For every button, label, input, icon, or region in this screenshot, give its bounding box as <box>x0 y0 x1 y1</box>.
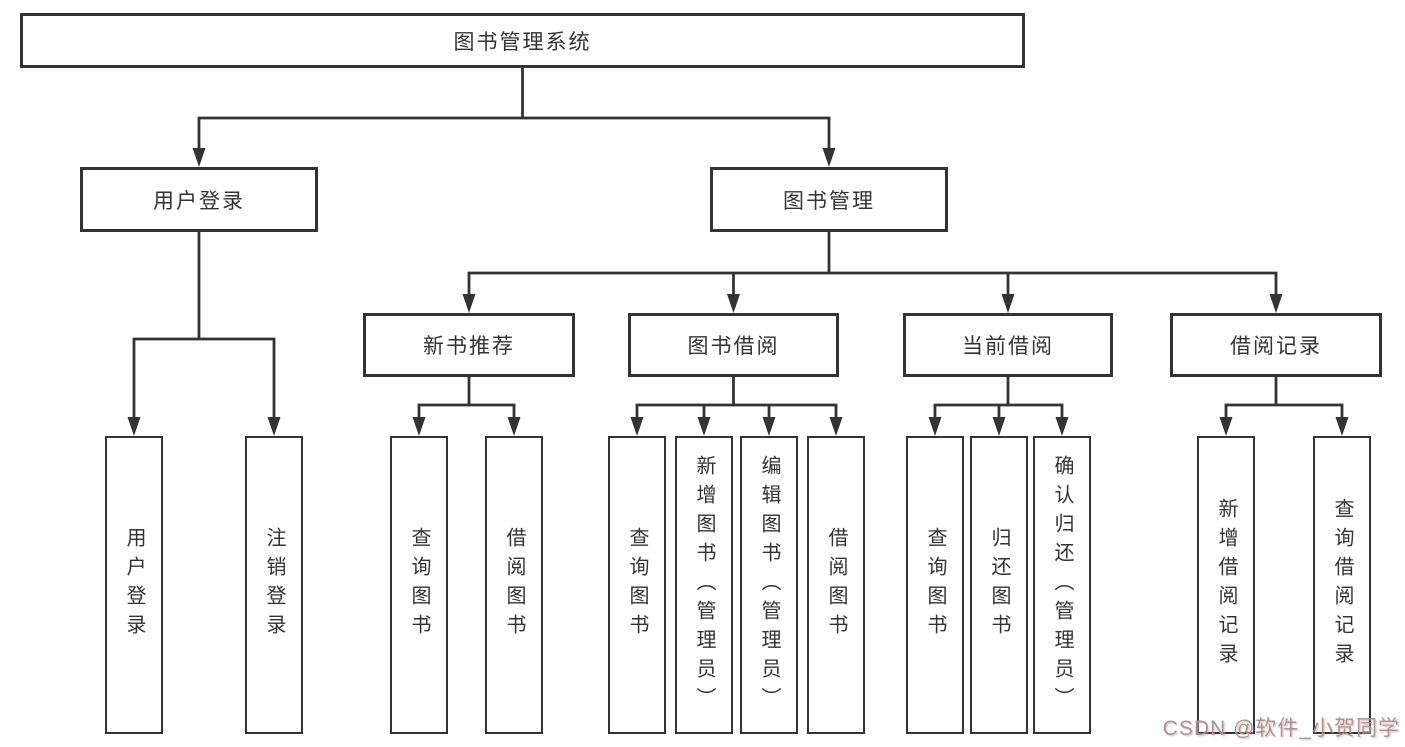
node-label: 新增图书（管理员） <box>693 454 715 716</box>
node-label: 注销登录 <box>263 527 285 643</box>
node-book-borrowing: 图书借阅 <box>628 313 839 377</box>
node-borrow-books-recommend: 借阅图书 <box>485 436 543 734</box>
node-label: 用户登录 <box>153 189 245 213</box>
csdn-watermark: CSDN @软件_小贺同学 <box>1162 717 1400 740</box>
arrowhead-icon <box>1335 417 1349 436</box>
node-label: 新增借阅记录 <box>1215 498 1237 672</box>
node-label: 借阅记录 <box>1230 335 1322 358</box>
arrowhead-icon <box>762 417 776 436</box>
node-label: 图书借阅 <box>687 335 780 358</box>
arrowhead-icon <box>1001 294 1015 313</box>
node-label: 确认归还（管理员） <box>1051 454 1073 716</box>
node-label: 归还图书 <box>988 527 1010 643</box>
node-current-borrowing: 当前借阅 <box>903 313 1113 377</box>
node-edit-book-admin: 编辑图书（管理员） <box>740 436 798 734</box>
arrowhead-icon <box>697 417 711 436</box>
node-user-login: 用户登录 <box>80 167 318 232</box>
node-borrow-books-leaf: 借阅图书 <box>807 436 865 734</box>
arrowhead-icon <box>630 417 644 436</box>
node-new-book-recommend: 新书推荐 <box>363 313 575 377</box>
arrowhead-icon <box>992 417 1006 436</box>
node-add-book-admin: 新增图书（管理员） <box>675 436 733 734</box>
node-label: 用户登录 <box>123 527 145 643</box>
arrowhead-icon <box>1055 417 1069 436</box>
arrowhead-icon <box>462 294 476 313</box>
node-query-borrow-record: 查询借阅记录 <box>1313 436 1371 734</box>
arrowhead-icon <box>727 294 740 313</box>
node-query-books-recommend: 查询图书 <box>390 436 448 734</box>
node-label: 查询借阅记录 <box>1331 498 1353 672</box>
arrowhead-icon <box>822 148 836 167</box>
node-label: 新书推荐 <box>423 335 515 358</box>
node-user-login-leaf: 用户登录 <box>105 436 163 734</box>
node-label: 图书管理系统 <box>453 30 592 54</box>
node-label: 查询图书 <box>924 527 946 643</box>
node-label: 查询图书 <box>408 527 430 643</box>
arrowhead-icon <box>1219 417 1233 436</box>
node-query-books-borrowing: 查询图书 <box>608 436 666 734</box>
node-borrow-records: 借阅记录 <box>1170 313 1382 377</box>
arrowhead-icon <box>192 148 206 167</box>
arrowhead-icon <box>412 417 426 436</box>
node-query-books-current: 查询图书 <box>906 436 964 734</box>
node-label: 图书管理 <box>783 189 875 213</box>
node-label: 编辑图书（管理员） <box>758 454 780 716</box>
node-label: 借阅图书 <box>503 527 525 643</box>
node-library-system: 图书管理系统 <box>20 13 1025 68</box>
arrowhead-icon <box>829 417 843 436</box>
node-add-borrow-record: 新增借阅记录 <box>1197 436 1255 734</box>
node-book-management: 图书管理 <box>710 167 948 232</box>
arrowhead-icon <box>507 417 521 436</box>
arrowhead-icon <box>127 417 141 436</box>
arrowhead-icon <box>928 417 942 436</box>
node-confirm-return-admin: 确认归还（管理员） <box>1033 436 1091 734</box>
arrowhead-icon <box>267 417 281 436</box>
arrowhead-icon <box>1269 294 1283 313</box>
node-label: 借阅图书 <box>825 527 847 643</box>
node-return-books: 归还图书 <box>970 436 1028 734</box>
node-logout: 注销登录 <box>245 436 303 734</box>
node-label: 当前借阅 <box>962 335 1054 358</box>
node-label: 查询图书 <box>626 527 648 643</box>
